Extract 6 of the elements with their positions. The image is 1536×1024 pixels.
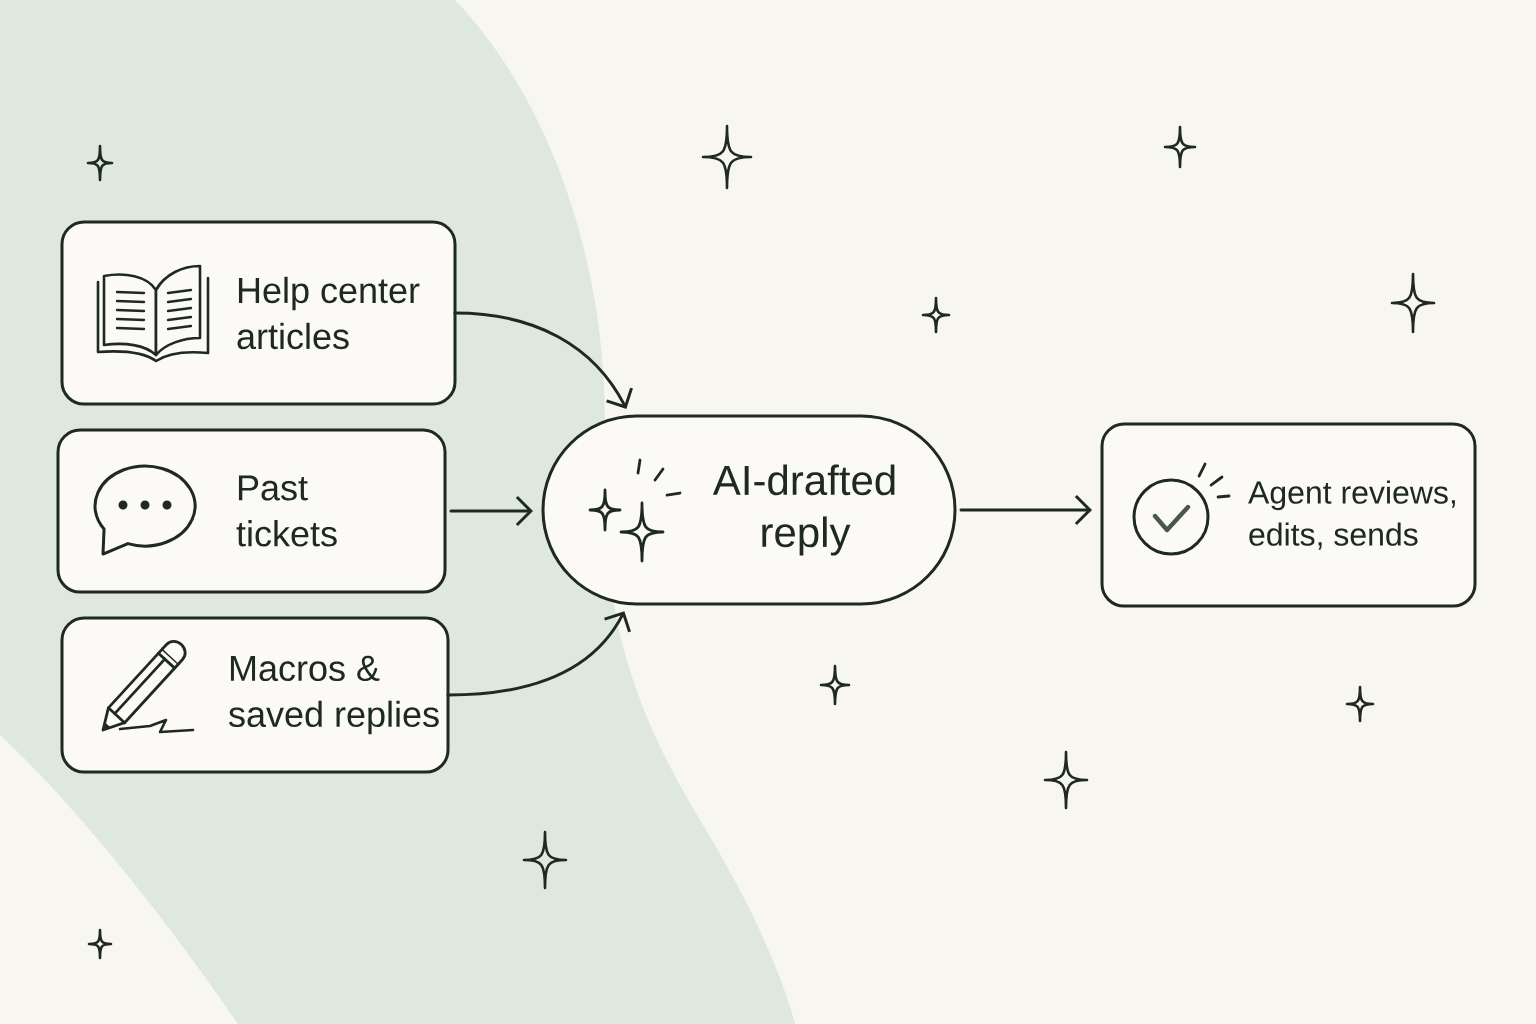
arrow (449, 495, 533, 527)
process-box: Macros & saved replies (60, 616, 450, 774)
arrow (959, 494, 1092, 526)
arrow (453, 311, 633, 409)
process-box: Agent reviews, edits, sends (1100, 422, 1477, 608)
arrow (446, 611, 631, 697)
